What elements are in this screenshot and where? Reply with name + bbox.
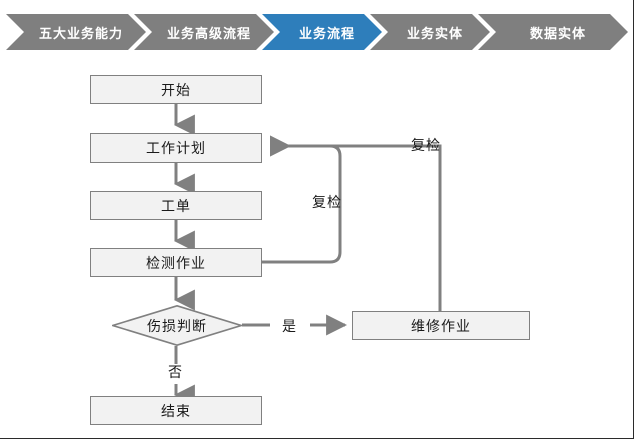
edge-label-yes: 是 — [282, 318, 297, 334]
node-end[interactable]: 结束 — [90, 396, 262, 425]
edge-label-reinspect-inner: 复检 — [312, 194, 342, 210]
node-work-plan[interactable]: 工作计划 — [90, 133, 262, 163]
diamond-shape — [112, 305, 242, 346]
node-repair[interactable]: 维修作业 — [352, 311, 530, 340]
edge-label-reinspect-outer: 复检 — [411, 137, 441, 153]
edge-repair-reinspect-to-workplan — [269, 135, 442, 311]
node-work-order[interactable]: 工单 — [90, 191, 262, 220]
node-decision-damage[interactable]: 伤损判断 — [112, 305, 242, 346]
edge-label-no: 否 — [168, 364, 183, 380]
node-start[interactable]: 开始 — [90, 75, 262, 104]
node-label: 结束 — [161, 402, 191, 419]
node-label: 工单 — [161, 197, 191, 214]
node-inspection[interactable]: 检测作业 — [90, 248, 262, 277]
node-label: 开始 — [161, 81, 191, 98]
node-label: 工作计划 — [146, 140, 206, 156]
node-label: 检测作业 — [146, 254, 206, 271]
node-label: 维修作业 — [411, 317, 471, 334]
